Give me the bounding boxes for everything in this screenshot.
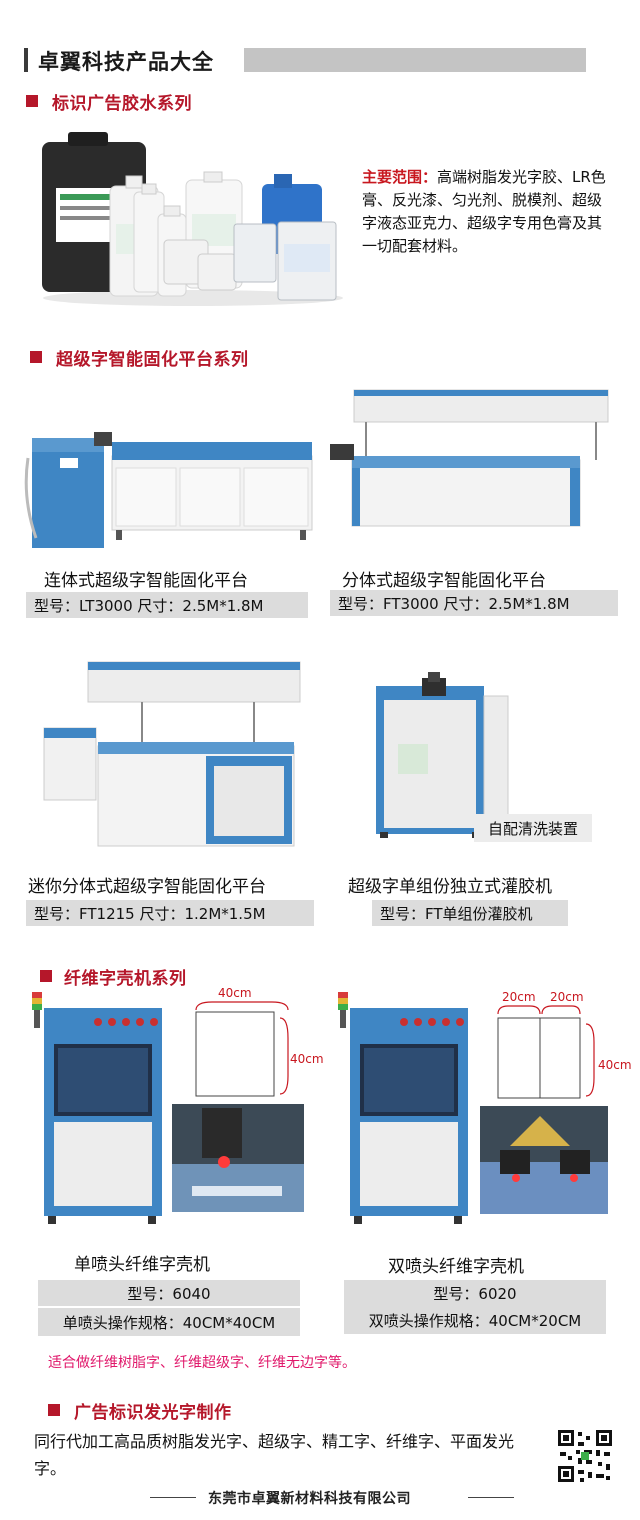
section-title-curing: 超级字智能固化平台系列 [56,350,249,370]
section-title-sign: 广告标识发光字制作 [74,1403,232,1423]
caption-single-head: 单喷头纤维字壳机 [74,1255,210,1275]
qr-code-icon [556,1428,614,1484]
page-title: 卓翼科技产品大全 [38,50,214,74]
scope-content: 高端树脂发光字胶、LR色膏、反光漆、匀光剂、脱模剂、超级字液态亚克力、超级字专用… [362,168,606,255]
section-marker [40,970,52,982]
header-grey-band [244,48,586,72]
double-head-machine-photo [338,992,468,1224]
spec-lt3000: 型号：LT3000 尺寸：2.5M*1.8M [26,592,308,618]
model-single-head: 型号：6040 [38,1280,300,1306]
spec-single-head: 单喷头操作规格：40CM*40CM [38,1308,300,1336]
double-dim-width-2: 20cm [550,990,584,1004]
single-dim-width: 40cm [218,986,252,1000]
section-title-fiber: 纤维字壳机系列 [64,969,187,989]
section-marker [48,1404,60,1416]
caption-dispenser: 超级字单组份独立式灌胶机 [348,877,552,897]
ft3000-photo [330,389,609,527]
spec-ft3000: 型号：FT3000 尺寸：2.5M*1.8M [330,590,618,616]
double-head-closeup-photo [480,1106,608,1214]
fiber-note: 适合做纤维树脂字、纤维超级字、纤维无边字等。 [48,1355,356,1371]
single-head-closeup-photo [172,1104,304,1212]
dispenser-photo [376,672,509,838]
glue-scope-text: 主要范围：高端树脂发光字胶、LR色膏、反光漆、匀光剂、脱模剂、超级字液态亚克力、… [362,166,612,258]
spec-double-head: 双喷头操作规格：40CM*20CM [344,1306,606,1334]
caption-ft1215: 迷你分体式超级字智能固化平台 [28,877,266,897]
sign-description: 同行代加工高品质树脂发光字、超级字、精工字、纤维字、平面发光字。 [34,1432,515,1478]
header-accent-bar [24,48,28,72]
section-marker [26,95,38,107]
glue-products-photo [42,132,343,306]
spec-dispenser: 型号：FT单组份灌胶机 [372,900,568,926]
double-dim-width-1: 20cm [502,990,536,1004]
double-dim-diagram [497,1005,595,1099]
spec-ft1215: 型号：FT1215 尺寸：1.2M*1.5M [26,900,314,926]
caption-double-head: 双喷头纤维字壳机 [388,1257,524,1277]
caption-lt3000: 连体式超级字智能固化平台 [44,571,248,591]
section-marker [30,351,42,363]
scope-label: 主要范围： [362,168,438,186]
single-dim-height: 40cm [290,1052,324,1066]
lt3000-photo [24,432,313,548]
single-head-machine-photo [32,992,162,1224]
footer-company: 东莞市卓翼新材料科技有限公司 [208,1491,411,1507]
footer-rule-left [150,1497,196,1498]
footer-rule-right [468,1497,514,1498]
dispenser-tag: 自配清洗装置 [474,814,592,842]
section-title-glue: 标识广告胶水系列 [52,94,192,114]
caption-ft3000: 分体式超级字智能固化平台 [342,571,546,591]
single-dim-diagram [195,1001,289,1097]
model-double-head: 型号：6020 [344,1280,606,1306]
ft1215-photo [43,661,301,847]
double-dim-height: 40cm [598,1058,632,1072]
